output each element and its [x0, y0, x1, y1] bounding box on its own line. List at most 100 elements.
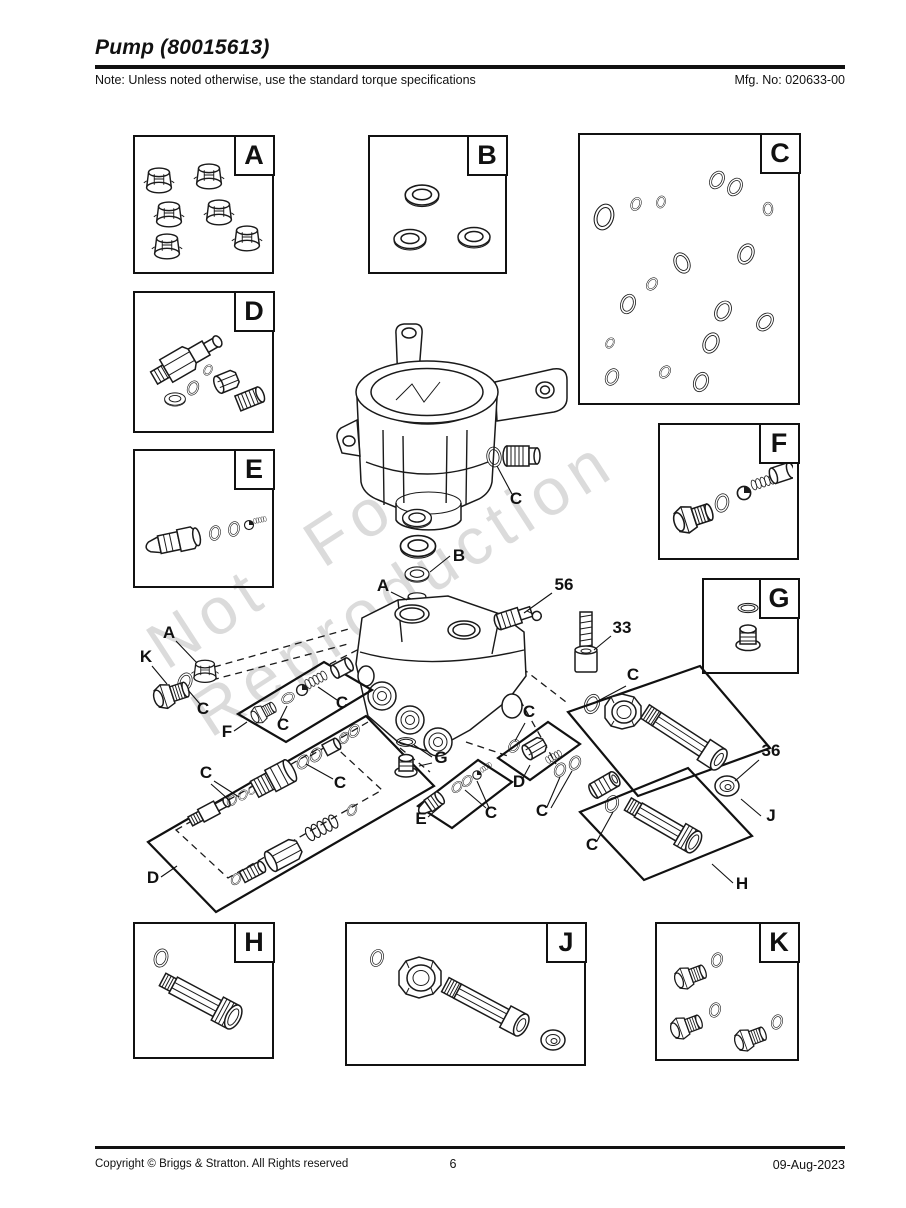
- callout-C: C: [200, 763, 212, 782]
- pump-manifold: [355, 595, 527, 757]
- callout-C: C: [277, 715, 289, 734]
- box-label-e: E: [233, 448, 275, 490]
- callout-C: C: [336, 693, 348, 712]
- part-box-d-art: [149, 335, 266, 412]
- callout-leader-C: [596, 811, 614, 842]
- part-box-e: E: [133, 448, 275, 588]
- part-box-g-art: [735, 602, 761, 652]
- part-box-c-art: [590, 168, 778, 395]
- callout-36: 36: [762, 741, 781, 760]
- header-rule: [95, 65, 845, 69]
- part-box-b: B: [368, 134, 508, 274]
- callout-D: D: [147, 868, 159, 887]
- callout-G: G: [434, 748, 447, 767]
- callout-leader-C: [496, 465, 513, 495]
- callout-leader-C: [514, 722, 526, 742]
- part-box-j-art: [367, 947, 566, 1051]
- box-label-d: D: [233, 290, 275, 332]
- outlet-oring-fitting: [551, 753, 621, 799]
- box-label-h: H: [233, 921, 275, 963]
- part-box-j: J: [345, 921, 587, 1066]
- callout-K: K: [140, 647, 153, 666]
- callout-leader-C: [476, 780, 490, 809]
- box-label-a: A: [233, 134, 275, 176]
- kit-d-small-group: [496, 720, 582, 782]
- callout-leader-F: [233, 721, 248, 732]
- callout-leader-C: [317, 686, 338, 701]
- part-box-a: A: [133, 134, 275, 274]
- part-box-f: F: [658, 422, 800, 560]
- outlet-tube: [639, 703, 728, 771]
- callout-J: J: [766, 806, 775, 825]
- part-box-f-art: [669, 461, 793, 538]
- part-box-e-art: [145, 515, 267, 555]
- footer-date: 09-Aug-2023: [772, 1158, 845, 1172]
- footer-copyright: Copyright © Briggs & Stratton. All Right…: [95, 1158, 349, 1170]
- callout-leader-D: [160, 865, 178, 878]
- callout-leader-C: [546, 776, 561, 808]
- callout-leader-D: [522, 764, 531, 779]
- callout-A: A: [163, 623, 175, 642]
- housing-side-fitting: [485, 445, 541, 469]
- box-label-f: F: [758, 422, 800, 464]
- callout-leader-56: [523, 592, 553, 614]
- callout-C: C: [586, 835, 598, 854]
- callout-leader-33: [593, 635, 612, 651]
- part-box-c: C: [578, 132, 801, 405]
- callout-leader-E: [427, 805, 442, 818]
- callout-C: C: [523, 702, 535, 721]
- kit-e-group: [416, 758, 514, 830]
- callout-leader-G: [418, 762, 433, 767]
- callout-leader-G: [413, 744, 433, 758]
- callout-leader-C: [187, 689, 201, 705]
- part-box-g: G: [702, 577, 800, 674]
- footer-rule: [95, 1146, 845, 1149]
- callout-C: C: [627, 665, 639, 684]
- callout-leader-J: [740, 798, 762, 817]
- callout-H: H: [736, 874, 748, 893]
- tube-nut: [604, 693, 642, 730]
- callout-C: C: [197, 699, 209, 718]
- callout-leader-C: [213, 780, 240, 798]
- callout-C: C: [536, 801, 548, 820]
- callout-C: C: [510, 489, 522, 508]
- callout-leader-36: [734, 759, 760, 782]
- box-label-j: J: [545, 921, 587, 963]
- kit-j-group: [566, 664, 772, 798]
- callout-leader-H: [711, 863, 734, 884]
- straight-tube: [623, 796, 703, 854]
- callout-A: A: [377, 576, 389, 595]
- callout-F: F: [222, 722, 232, 741]
- callout-leader-K: [151, 665, 168, 685]
- box-label-b: B: [466, 134, 508, 176]
- callout-D: D: [513, 772, 525, 791]
- callout-B: B: [453, 546, 465, 565]
- mfg-number: Mfg. No: 020633-00: [734, 73, 846, 87]
- part-box-d: D: [133, 290, 275, 433]
- part-box-h-art: [151, 946, 243, 1030]
- box-label-g: G: [758, 577, 800, 619]
- callout-leader-C: [210, 783, 229, 800]
- socket-bolt: [574, 611, 598, 673]
- torque-note: Note: Unless noted otherwise, use the st…: [95, 73, 476, 87]
- kit-h-group: [578, 766, 754, 882]
- callout-C: C: [334, 773, 346, 792]
- callout-leader-B: [429, 555, 451, 573]
- part-box-k: K: [655, 921, 800, 1061]
- box-label-c: C: [759, 132, 801, 174]
- pump-housing: [336, 323, 568, 531]
- box-label-k: K: [758, 921, 800, 963]
- callout-33: 33: [613, 618, 632, 637]
- callout-leader-C: [464, 789, 487, 809]
- page-number: 6: [449, 1157, 457, 1171]
- callout-leader-C: [279, 705, 288, 721]
- callout-leader-A: [175, 640, 198, 664]
- part-box-h: H: [133, 921, 275, 1059]
- page-title: Pump (80015613): [95, 36, 270, 59]
- callout-leader-A: [390, 591, 408, 601]
- callout-56: 56: [555, 575, 574, 594]
- callout-leader-C: [550, 770, 573, 809]
